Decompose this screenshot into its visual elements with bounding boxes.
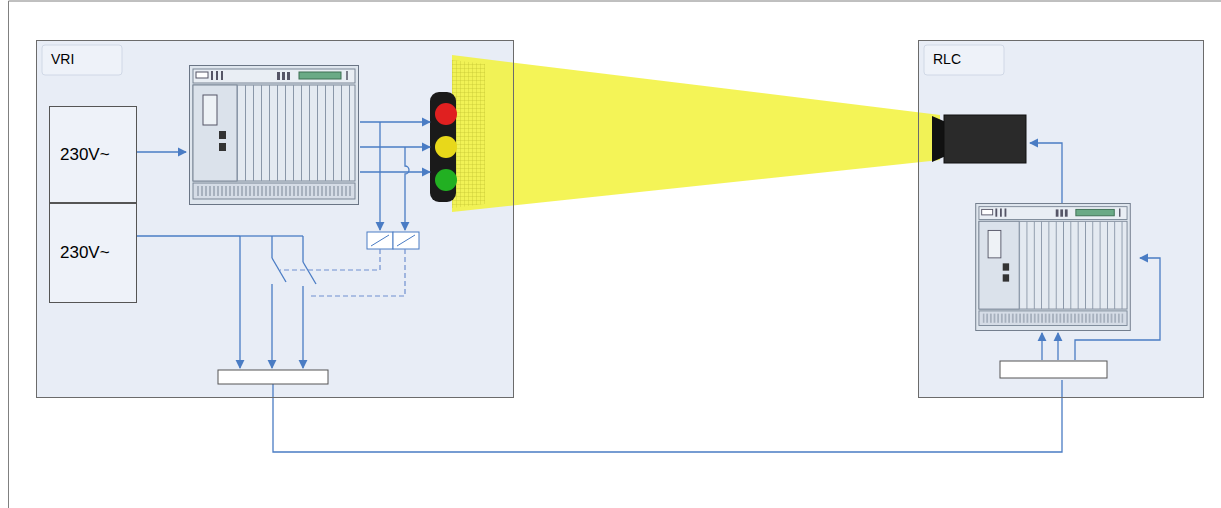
camera	[932, 115, 1026, 163]
terminal-strip	[1000, 361, 1107, 378]
relay-link	[280, 249, 405, 296]
plc-rack	[976, 203, 1131, 330]
relay-coils	[367, 232, 419, 249]
terminal-strip	[218, 370, 328, 384]
label-tab	[924, 45, 1004, 75]
beam-grid	[452, 60, 485, 208]
wiring	[136, 122, 1160, 452]
panel-title: RLC	[933, 51, 961, 67]
panel-title: VRI	[51, 51, 74, 67]
plc-rack	[190, 66, 359, 205]
panel-ground	[918, 40, 1204, 398]
power-supply: 230V~	[49, 106, 137, 203]
panel-ground	[36, 40, 514, 398]
power-supply: 230V~	[49, 203, 137, 303]
cabinet-panel: RLC	[918, 40, 1204, 398]
light-beam	[452, 55, 940, 212]
supply-label: 230V~	[60, 145, 110, 165]
frame-line	[9, 1, 1221, 2]
supply-label: 230V~	[60, 243, 110, 263]
traffic-light	[430, 92, 457, 202]
frame-line	[8, 1, 9, 508]
label-tab	[42, 45, 122, 75]
cabinet-panel: VRI 230V~ 230V~	[36, 40, 514, 398]
